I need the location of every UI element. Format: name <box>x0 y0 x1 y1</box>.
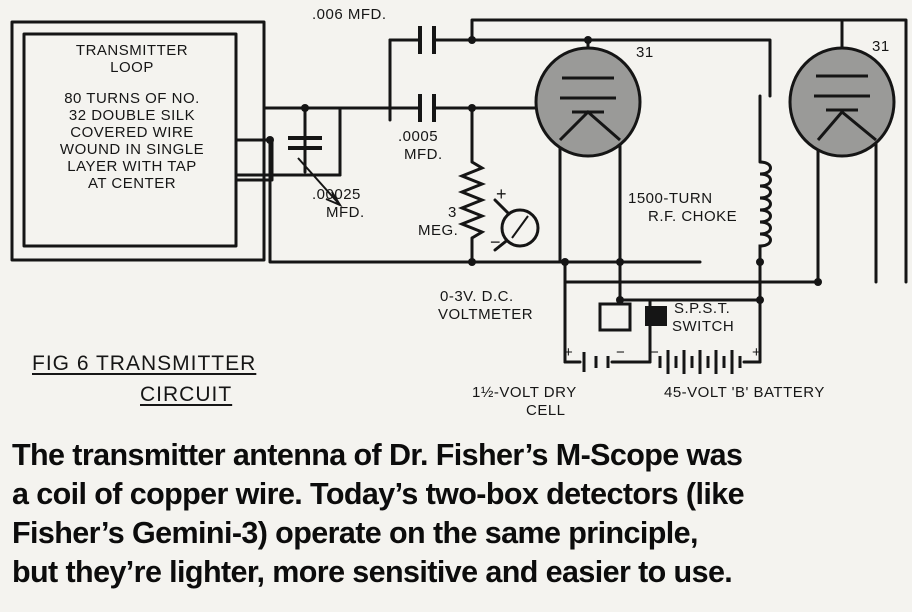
tube-2 <box>788 46 896 158</box>
loop-label-line: AT CENTER <box>87 175 177 192</box>
tube-1-filament <box>558 109 621 142</box>
junction-dot <box>301 104 309 112</box>
transmitter-circuit-diagram: TRANSMITTER LOOP 80 TURNS OF NO. 32 DOUB… <box>10 6 908 419</box>
junction-dot <box>468 258 476 266</box>
figure-caption: The transmitter antenna of Dr. Fisher’s … <box>12 436 906 592</box>
wire-bottom-bus <box>268 138 567 264</box>
choke-label-2: R.F. CHOKE <box>648 208 738 225</box>
tube-2-elements <box>814 74 870 112</box>
caption-line: Fisher’s Gemini-3) operate on the same p… <box>12 516 698 550</box>
tube-1-label: 31 <box>636 44 654 61</box>
switch-body <box>598 302 632 332</box>
junction-dot <box>616 258 624 266</box>
junction-dot <box>468 36 476 44</box>
tube-2-filament <box>816 109 877 142</box>
wire-loop-center-tap <box>234 138 274 182</box>
voltmeter-label-2: VOLTMETER <box>438 306 534 323</box>
cap-006-label: .006 MFD. <box>312 6 387 23</box>
cap-0005-value: .0005 <box>398 128 439 145</box>
variable-arrow <box>297 157 343 208</box>
switch-knob <box>645 306 667 326</box>
tube-2-label: 31 <box>872 38 890 55</box>
meter-minus-label: − <box>490 232 502 252</box>
figure-subtitle: CIRCUIT <box>140 383 233 406</box>
switch-label-2: SWITCH <box>672 318 735 335</box>
battery-plus-sign: + <box>752 344 762 361</box>
meter-plus-label: + <box>496 184 508 204</box>
capacitor-0005 <box>418 94 436 122</box>
cell-minus-sign: − <box>616 344 626 361</box>
circuit-schematic <box>10 18 908 374</box>
loop-label-line: 32 DOUBLE SILK <box>68 107 196 124</box>
junction-dot <box>266 136 274 144</box>
cap-0005-unit: MFD. <box>404 146 443 163</box>
loop-label-line: LOOP <box>110 59 154 76</box>
rf-choke <box>758 160 772 252</box>
resistor-3meg <box>457 160 487 240</box>
loop-label-line: 80 TURNS OF NO. <box>64 90 200 107</box>
cell-plate-short <box>594 356 610 368</box>
cell-label-1: 1½-VOLT DRY <box>472 384 577 401</box>
figure-title: FIG 6 TRANSMITTER <box>32 352 257 375</box>
junction-dot <box>616 296 624 304</box>
loop-label-line: TRANSMITTER <box>75 42 189 59</box>
wire-meter-plus <box>493 198 512 217</box>
junction-dot <box>561 258 569 266</box>
loop-label-line: LAYER WITH TAP <box>67 158 197 175</box>
battery-label: 45-VOLT 'B' BATTERY <box>664 384 825 401</box>
junction-dot <box>756 258 764 266</box>
cap-var-value: .00025 <box>312 186 361 203</box>
junction-dot <box>756 296 764 304</box>
resistor-unit: MEG. <box>418 222 459 239</box>
choke-label-1: 1500-TURN <box>628 190 713 207</box>
cap-var-unit: MFD. <box>326 204 365 221</box>
battery-minus-sign: − <box>650 344 660 361</box>
junction-dot <box>584 36 592 44</box>
tube-1 <box>534 46 642 158</box>
cell-label-2: CELL <box>526 402 566 419</box>
wire-plate-bus <box>470 38 772 98</box>
capacitor-006 <box>418 26 436 54</box>
junction-dot <box>468 104 476 112</box>
caption-line: but they’re lighter, more sensitive and … <box>12 555 733 589</box>
switch-label-1: S.P.S.T. <box>674 300 731 317</box>
voltmeter-label-1: 0-3V. D.C. <box>440 288 514 305</box>
cell-plus-sign: + <box>564 344 574 361</box>
loop-label-line: COVERED WIRE <box>70 124 194 141</box>
capacitor-variable <box>288 136 322 150</box>
wire-top-bus <box>470 18 908 284</box>
battery-45v <box>658 350 742 374</box>
voltmeter-needle <box>511 215 529 239</box>
resistor-value: 3 <box>448 204 457 221</box>
caption-line: The transmitter antenna of Dr. Fisher’s … <box>12 438 743 472</box>
caption-line: a coil of copper wire. Today’s two-box d… <box>12 477 745 511</box>
loop-label-line: WOUND IN SINGLE <box>59 141 205 158</box>
loop-label: TRANSMITTER LOOP 80 TURNS OF NO. 32 DOUB… <box>33 42 231 192</box>
junction-dot <box>814 278 822 286</box>
